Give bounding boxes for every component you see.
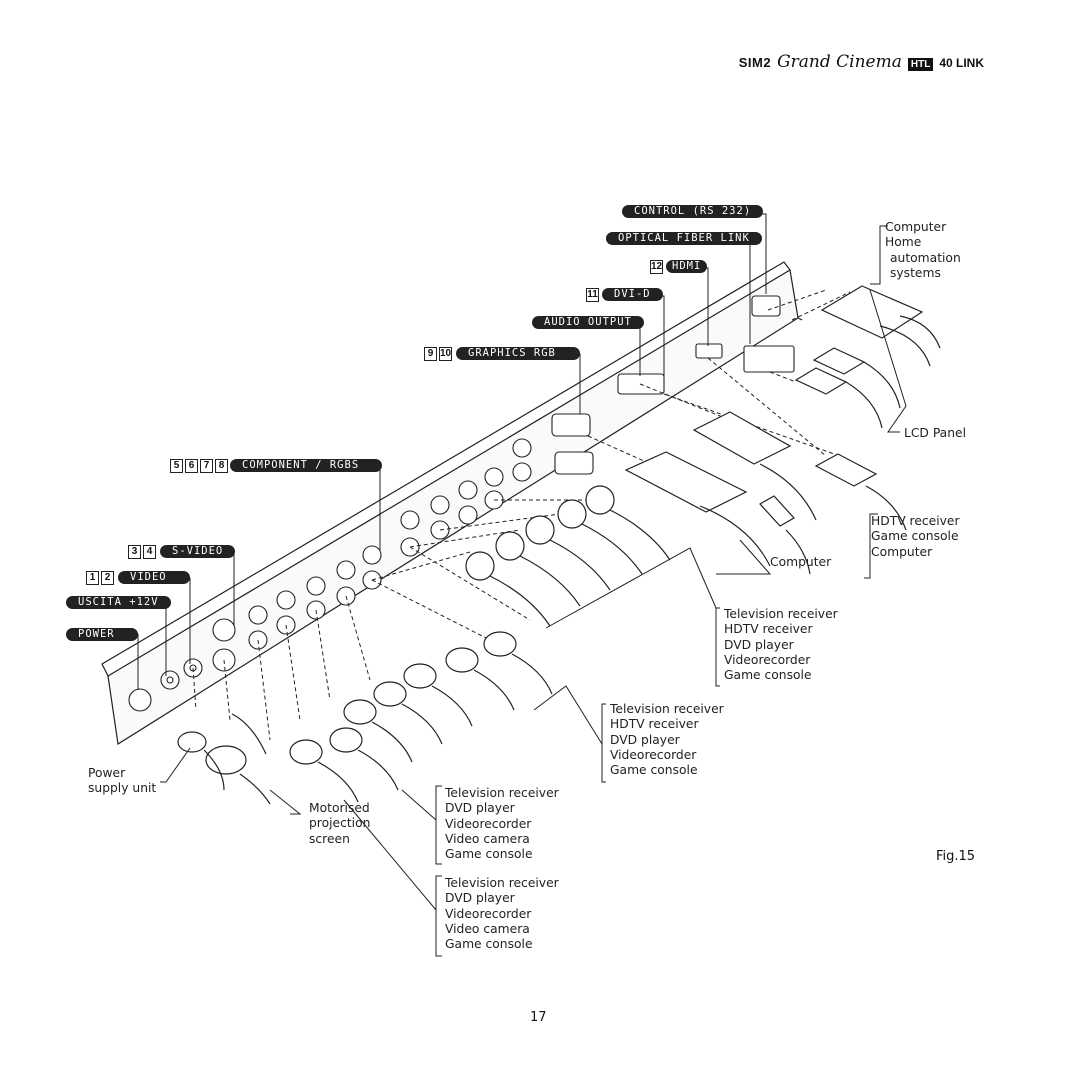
power-tag: POWER bbox=[66, 628, 138, 641]
rca-7 bbox=[289, 739, 323, 765]
graphics-rgb-tag: GRAPHICS RGB bbox=[456, 347, 580, 360]
video-tag: VIDEO bbox=[118, 571, 190, 584]
bnc-2 bbox=[557, 499, 587, 529]
brackets bbox=[160, 225, 907, 957]
brand-name: SIM2 bbox=[738, 55, 772, 70]
tv-group-2-label: Television receiver HDTV receiver DVD pl… bbox=[610, 702, 724, 778]
rs232-port bbox=[751, 295, 781, 317]
motorised-screen-label: Motorised projection screen bbox=[309, 801, 371, 846]
vga-port-1 bbox=[551, 413, 591, 437]
power-socket bbox=[128, 688, 152, 712]
rca-4 bbox=[373, 681, 407, 707]
uscita-tag: USCITA +12V bbox=[66, 596, 171, 609]
page-number: 17 bbox=[530, 1010, 547, 1025]
audio-output-tag: AUDIO OUTPUT bbox=[532, 316, 644, 329]
brand-model: 40 LINK bbox=[939, 56, 984, 70]
hdmi-port bbox=[695, 343, 723, 359]
hdmi-number: 12 bbox=[650, 260, 663, 274]
computer-label: Computer bbox=[770, 555, 832, 569]
vga-plug bbox=[692, 411, 792, 465]
power-plug bbox=[205, 745, 247, 775]
rca-5 bbox=[343, 699, 377, 725]
graphics-numbers: 9 10 bbox=[424, 347, 452, 361]
rca-2 bbox=[445, 647, 479, 673]
svideo-numbers: 3 4 bbox=[128, 545, 156, 559]
hdmi-plug bbox=[814, 453, 878, 487]
dashed-connections bbox=[192, 289, 851, 741]
video-numbers: 1 2 bbox=[86, 571, 114, 585]
bnc-5 bbox=[465, 551, 495, 581]
lcd-panel-label: LCD Panel bbox=[904, 426, 966, 440]
hdtv-group-label: HDTV receiver Game console Computer bbox=[871, 514, 960, 559]
cables bbox=[177, 285, 941, 805]
dvi-plug bbox=[624, 451, 748, 513]
computer-home-label: Computer Home automation systems bbox=[885, 220, 961, 280]
dvid-number: 11 bbox=[586, 288, 599, 302]
panel-connectors bbox=[128, 295, 795, 712]
vga-port-2 bbox=[554, 451, 594, 475]
header-brand: SIM2 Grand Cinema HTL 40 LINK bbox=[739, 52, 984, 72]
brand-series: Grand Cinema bbox=[777, 52, 902, 72]
panel-top-edge bbox=[101, 261, 791, 677]
bnc-1 bbox=[585, 485, 615, 515]
audio-plug bbox=[759, 495, 795, 527]
dvid-tag: DVI-D bbox=[602, 288, 663, 301]
power-supply-label: Power supply unit bbox=[88, 766, 157, 796]
brand-badge: HTL bbox=[907, 58, 934, 71]
component-rgbs-tag: COMPONENT / RGBS bbox=[230, 459, 382, 472]
svideo-tag: S-VIDEO bbox=[160, 545, 236, 558]
optical-port bbox=[743, 345, 795, 373]
rca-3 bbox=[403, 663, 437, 689]
rca-6 bbox=[329, 727, 363, 753]
figure-caption: Fig.15 bbox=[936, 849, 976, 864]
optical-fiber-tag: OPTICAL FIBER LINK bbox=[606, 232, 762, 245]
minijack-plug bbox=[177, 731, 207, 753]
bnc-4 bbox=[495, 531, 525, 561]
hdmi-tag: HDMI bbox=[666, 260, 708, 273]
bnc-3 bbox=[525, 515, 555, 545]
tv-group-1-label: Television receiver HDTV receiver DVD pl… bbox=[724, 607, 838, 683]
control-rs232-tag: CONTROL (RS 232) bbox=[622, 205, 764, 218]
rca-1 bbox=[483, 631, 517, 657]
tv-group-4-label: Television receiver DVD player Videoreco… bbox=[445, 876, 559, 952]
component-numbers: 5 6 7 8 bbox=[170, 459, 228, 473]
tv-group-3-label: Television receiver DVD player Videoreco… bbox=[445, 786, 559, 862]
panel-face bbox=[107, 269, 799, 745]
rs232-plug bbox=[820, 285, 924, 339]
